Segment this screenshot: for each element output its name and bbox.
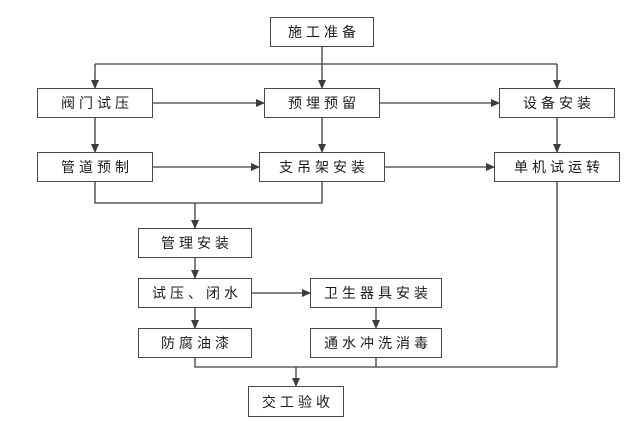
flow-node-construction-prep: 施工准备 xyxy=(270,17,374,47)
flow-node-equipment-install: 设备安装 xyxy=(499,88,615,118)
flow-node-hanger-install: 支吊架安装 xyxy=(259,152,385,182)
flow-node-single-machine-test: 单机试运转 xyxy=(494,152,620,182)
flow-node-anticorrosion-paint: 防腐油漆 xyxy=(138,328,252,358)
flow-node-water-flush-disinfect: 通水冲洗消毒 xyxy=(310,328,442,358)
flow-node-management-install: 管理安装 xyxy=(138,228,252,258)
flow-edge-19 xyxy=(194,358,557,368)
flow-node-handover-acceptance: 交工验收 xyxy=(248,386,344,417)
flow-node-pipe-prefab: 管道预制 xyxy=(37,152,153,182)
flow-edge-12 xyxy=(94,182,323,204)
flow-node-valve-pressure-test: 阀门试压 xyxy=(37,88,153,118)
flow-node-sanitary-ware-install: 卫生器具安装 xyxy=(310,278,442,308)
flow-node-embedded-reserved: 预埋预留 xyxy=(264,88,380,118)
flow-node-pressure-closed-water: 试压、闭水 xyxy=(138,278,252,308)
